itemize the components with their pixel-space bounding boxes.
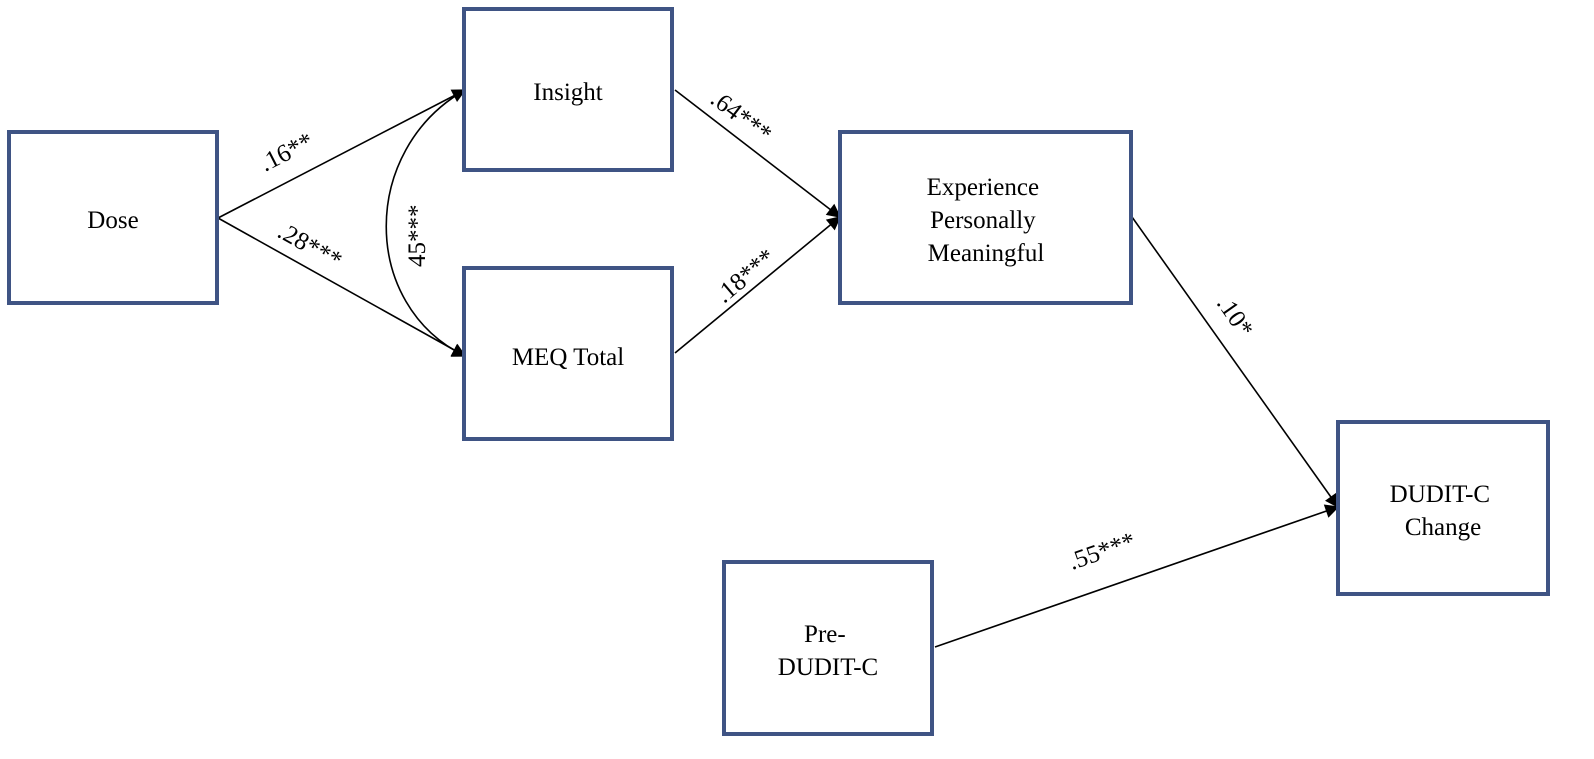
edge-insight-meq-covariance (385, 77, 480, 357)
svg-text:Dose: Dose (87, 207, 138, 234)
node-dudit-c-change: DUDIT-C Change (1336, 420, 1550, 596)
node-insight: Insight (462, 7, 674, 172)
node-experience-line-2: Personally (930, 207, 1036, 234)
node-pre-dudit-c: Pre- DUDIT-C (722, 560, 934, 736)
svg-text:DUDIT-C Change: DUDIT-C Change (1390, 481, 1497, 541)
node-meq-total-line-1: MEQ Total (512, 344, 624, 371)
edge-label-meq-experience: .18*** (711, 244, 781, 309)
edge-label-covariance: 45*** (404, 205, 431, 268)
node-experience-line-1: Experience (927, 174, 1039, 201)
edge-pre-dudit-change (934, 504, 1340, 648)
node-pre-dudit-c-line-1: Pre- (804, 621, 846, 648)
edge-dose-insight (217, 89, 467, 219)
node-insight-line-1: Insight (533, 79, 603, 106)
node-pre-dudit-c-line-2: DUDIT-C (778, 654, 878, 681)
edge-insight-experience (674, 89, 842, 218)
node-experience: Experience Personally Meaningful (838, 130, 1133, 305)
node-dose: Dose (7, 130, 219, 305)
edge-label-pre-dudit-change: .55*** (1065, 528, 1139, 576)
svg-text:Pre- DUDIT-C: Pre- DUDIT-C (778, 621, 878, 681)
node-dudit-c-change-line-2: Change (1405, 514, 1481, 541)
edge-label-insight-experience: .64*** (705, 85, 776, 148)
node-dudit-c-change-line-1: DUDIT-C (1390, 481, 1490, 508)
edge-label-dose-insight: .16** (255, 128, 317, 178)
edge-dose-meq (217, 217, 467, 357)
edge-experience-dudit-change (1131, 216, 1339, 509)
svg-text:MEQ Total: MEQ Total (512, 344, 624, 371)
svg-text:Insight: Insight (533, 79, 603, 106)
node-experience-line-3: Meaningful (928, 240, 1045, 267)
node-meq-total: MEQ Total (462, 266, 674, 441)
edge-meq-experience (674, 216, 842, 354)
svg-text:Experience Personally: Experience Personally Meaningful (927, 174, 1046, 267)
edge-label-experience-dudit: .10* (1211, 291, 1258, 342)
edge-label-dose-meq: .28*** (273, 218, 346, 275)
node-dose-line-1: Dose (87, 207, 138, 234)
